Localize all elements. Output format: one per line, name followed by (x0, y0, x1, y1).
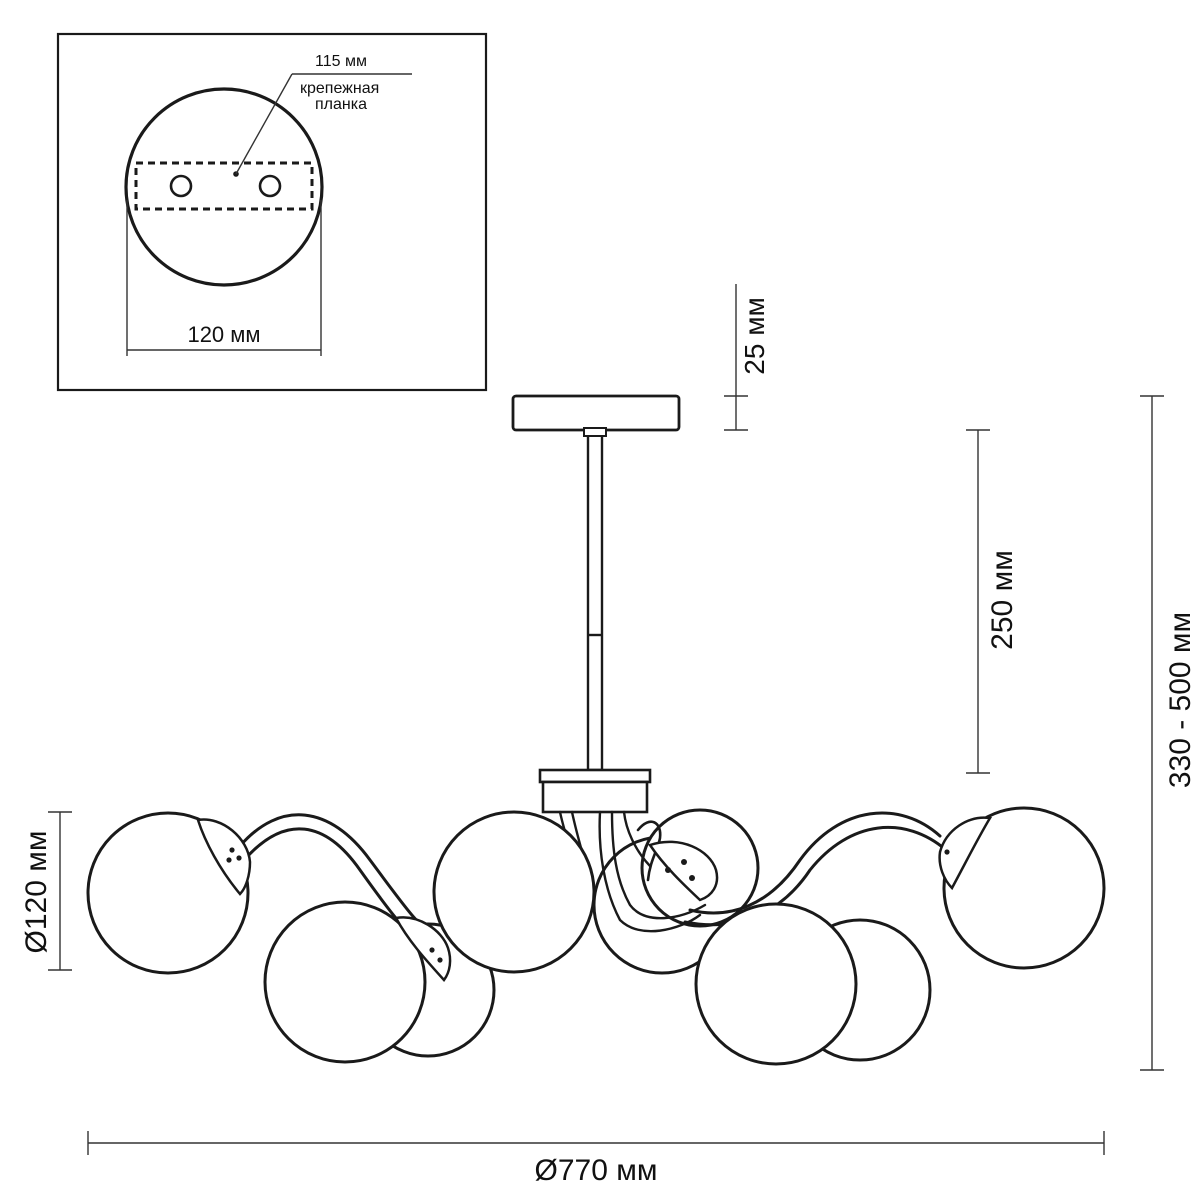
bracket-label-line2: планка (315, 96, 367, 113)
arm-far-right (688, 811, 942, 915)
overall-diameter-label: Ø770 мм (535, 1154, 658, 1187)
bracket-leader-line (235, 73, 293, 175)
ceiling-canopy (511, 394, 681, 432)
hub-cap (538, 768, 652, 784)
dimension-globe-diameter: Ø120 мм (20, 811, 72, 971)
cup-far-right (938, 816, 993, 891)
rod-length-label: 250 мм (986, 550, 1019, 650)
globe-far-right (942, 806, 1106, 970)
cup-center-right-dot (681, 859, 687, 865)
screw-hole-right (258, 174, 282, 198)
mount-width-label: 115 мм (315, 53, 367, 70)
inset-frame (56, 32, 488, 392)
bracket-label-line1: крепежная (300, 80, 379, 97)
arm-hook (636, 820, 662, 882)
canopy-height-label: 25 мм (739, 297, 770, 374)
canopy-diameter-label: 120 мм (187, 322, 260, 347)
dimension-overall-diameter: Ø770 мм (87, 1131, 1105, 1187)
rod-collar (583, 427, 607, 437)
globe-diameter-label: Ø120 мм (20, 831, 53, 954)
cup-left-front (394, 916, 452, 982)
cup-far-left-dot3 (226, 857, 232, 863)
cup-left-front-dot2 (429, 947, 435, 953)
cup-far-left-dot (229, 847, 235, 853)
arm-center-bundle-3 (598, 810, 702, 933)
chandelier (86, 394, 1106, 1066)
cup-far-right-dot (944, 849, 950, 855)
arm-center-bundle-4 (610, 810, 707, 920)
suspension-rod (586, 428, 604, 772)
cup-center-right-dot3 (665, 867, 671, 873)
cup-far-left-dot2 (236, 855, 242, 861)
canopy-top-view (124, 87, 324, 287)
mounting-bracket (134, 161, 314, 211)
mount-inset: 115 мм крепежная планка 120 мм (56, 32, 488, 392)
globe-center-front (432, 810, 596, 974)
cup-center-right-dot2 (689, 875, 695, 881)
dimension-rod-length: 250 мм (966, 429, 1019, 774)
cup-left-front-dot (437, 957, 443, 963)
globe-right-front (694, 902, 858, 1066)
globe-far-left (86, 811, 250, 975)
globe-left-front (263, 900, 427, 1064)
hub-body (541, 780, 649, 814)
screw-hole-left (169, 174, 193, 198)
cup-center-right (648, 840, 719, 902)
cup-far-left (196, 818, 252, 896)
total-height-label: 330 - 500 мм (1164, 612, 1197, 788)
arm-center-bundle-5 (622, 810, 652, 868)
dimension-total-height: 330 - 500 мм (1140, 395, 1197, 1071)
dimension-canopy-height: 25 мм (724, 284, 770, 431)
